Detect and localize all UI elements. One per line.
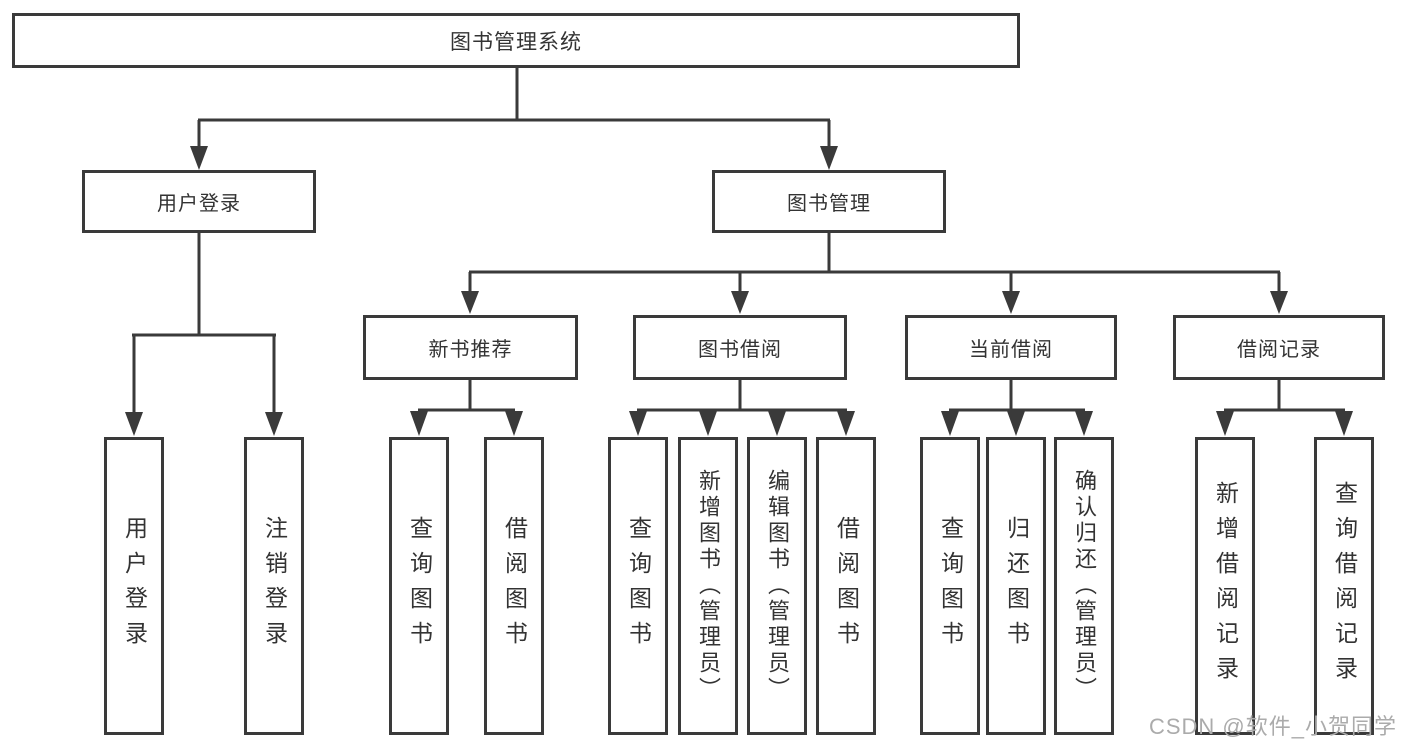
- leaf-label: 归还图书: [1003, 516, 1030, 656]
- leaf-add-borrow-record: 新增借阅记录: [1195, 437, 1255, 735]
- leaf-borrow-books-recommend: 借阅图书: [484, 437, 544, 735]
- leaf-borrow-books: 借阅图书: [816, 437, 876, 735]
- node-user-login: 用户登录: [82, 170, 316, 233]
- node-book-borrowing: 图书借阅: [633, 315, 847, 380]
- connector-new-book-children: [410, 380, 523, 436]
- leaf-edit-books-admin: 编辑图书（管理员）: [747, 437, 807, 735]
- leaf-label: 编辑图书（管理员）: [765, 469, 790, 703]
- leaf-query-books-recommend: 查询图书: [389, 437, 449, 735]
- connector-current-borrowing-children: [941, 380, 1093, 436]
- watermark: CSDN @软件_小贺同学: [1148, 714, 1397, 739]
- leaf-label: 新增借阅记录: [1212, 481, 1239, 691]
- leaf-user-login: 用户登录: [104, 437, 164, 735]
- leaf-label: 查询借阅记录: [1331, 481, 1358, 691]
- connector-user-login-children: [125, 233, 283, 436]
- node-library-management-system: 图书管理系统: [12, 13, 1020, 68]
- leaf-label: 用户登录: [121, 516, 148, 656]
- connector-book-borrowing-children: [629, 380, 855, 436]
- leaf-label: 查询图书: [625, 516, 652, 656]
- node-label: 图书借阅: [698, 339, 782, 361]
- leaf-label: 注销登录: [261, 516, 288, 656]
- node-label: 借阅记录: [1237, 339, 1321, 361]
- node-label: 新书推荐: [428, 339, 513, 361]
- connector-book-management-children: [461, 233, 1288, 314]
- node-borrowing-records: 借阅记录: [1173, 315, 1385, 380]
- connector-borrowing-records-children: [1216, 380, 1353, 436]
- leaf-label: 新增图书（管理员）: [696, 469, 721, 703]
- leaf-label: 确认归还（管理员）: [1072, 469, 1097, 703]
- leaf-logout: 注销登录: [244, 437, 304, 735]
- leaf-label: 借阅图书: [501, 516, 528, 656]
- leaf-label: 查询图书: [937, 516, 964, 656]
- node-label: 当前借阅: [969, 339, 1053, 361]
- leaf-label: 查询图书: [406, 516, 433, 656]
- leaf-add-books-admin: 新增图书（管理员）: [678, 437, 738, 735]
- node-label: 图书管理: [787, 193, 871, 215]
- node-label: 图书管理系统: [450, 30, 582, 54]
- leaf-query-books-borrowing: 查询图书: [608, 437, 668, 735]
- leaf-query-books-current: 查询图书: [920, 437, 980, 735]
- leaf-label: 借阅图书: [833, 516, 860, 656]
- connector-root-to-level2: [190, 68, 838, 170]
- node-book-management: 图书管理: [712, 170, 946, 233]
- node-current-borrowing: 当前借阅: [905, 315, 1117, 380]
- node-new-book-recommendation: 新书推荐: [363, 315, 578, 380]
- leaf-confirm-return-admin: 确认归还（管理员）: [1054, 437, 1114, 735]
- node-label: 用户登录: [157, 193, 241, 215]
- leaf-query-borrow-record: 查询借阅记录: [1314, 437, 1374, 735]
- leaf-return-books: 归还图书: [986, 437, 1046, 735]
